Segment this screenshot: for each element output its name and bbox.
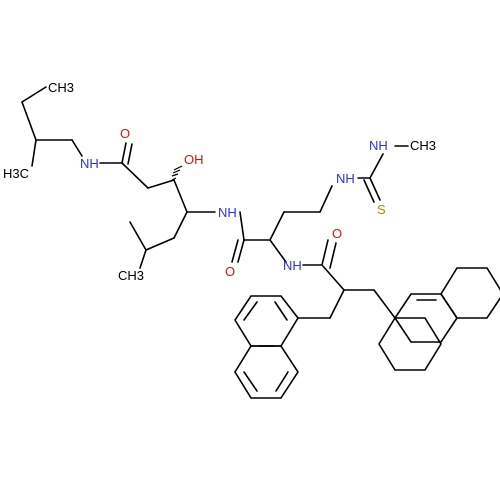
bond: [21, 86, 47, 103]
bond: [121, 162, 149, 189]
bond: [321, 239, 329, 266]
oxygen-label: O: [332, 226, 342, 241]
bond: [31, 139, 37, 167]
bond: [329, 242, 337, 269]
nh-label: NH: [80, 156, 99, 171]
ch3-label: CH3: [118, 268, 144, 283]
bond: [243, 371, 258, 392]
bond: [21, 101, 37, 141]
hydroxyl-label: OH: [184, 152, 204, 167]
bond: [239, 211, 245, 241]
bond: [269, 239, 287, 263]
bond: [243, 301, 258, 321]
ch3-label: CH3: [48, 80, 74, 95]
bond: [145, 237, 175, 251]
bond: [237, 239, 245, 263]
nh-label: NH: [336, 171, 355, 186]
bond: [129, 221, 147, 251]
bond: [369, 153, 384, 179]
bond: [71, 139, 83, 157]
bond: [275, 371, 289, 392]
oxygen-label: O: [225, 264, 235, 279]
bond: [147, 179, 175, 189]
bond: [321, 264, 345, 291]
naphthalene-ring: [234, 295, 299, 347]
bond: [319, 185, 333, 213]
bond: [231, 239, 239, 263]
naphthalene-ring: [234, 345, 299, 399]
bond: [139, 249, 147, 269]
bond: [274, 301, 288, 321]
h3c-label: H3C: [3, 166, 29, 181]
bond: [121, 142, 127, 164]
oxygen-label: O: [120, 126, 130, 141]
nh-label: NH: [218, 205, 237, 220]
stereo-hash-bond: [171, 165, 183, 181]
naphthalene-ring: [440, 267, 500, 319]
atom-labels: CH3 H3C NH O OH NH CH3 O NH NH CH3 S O N…: [3, 80, 436, 283]
sulfur-label: S: [377, 202, 386, 217]
bond: [269, 211, 285, 241]
bond: [173, 179, 188, 213]
bond: [369, 177, 381, 201]
bond: [329, 289, 345, 319]
ch3-label: CH3: [410, 138, 436, 153]
nh-label: NH: [283, 258, 302, 273]
nh-label: NH: [369, 138, 388, 153]
bond: [127, 143, 133, 165]
bonds: [21, 86, 500, 399]
bond: [173, 211, 188, 239]
naphthalene-ring: [378, 317, 442, 371]
bond: [373, 289, 396, 319]
bond: [363, 179, 375, 203]
